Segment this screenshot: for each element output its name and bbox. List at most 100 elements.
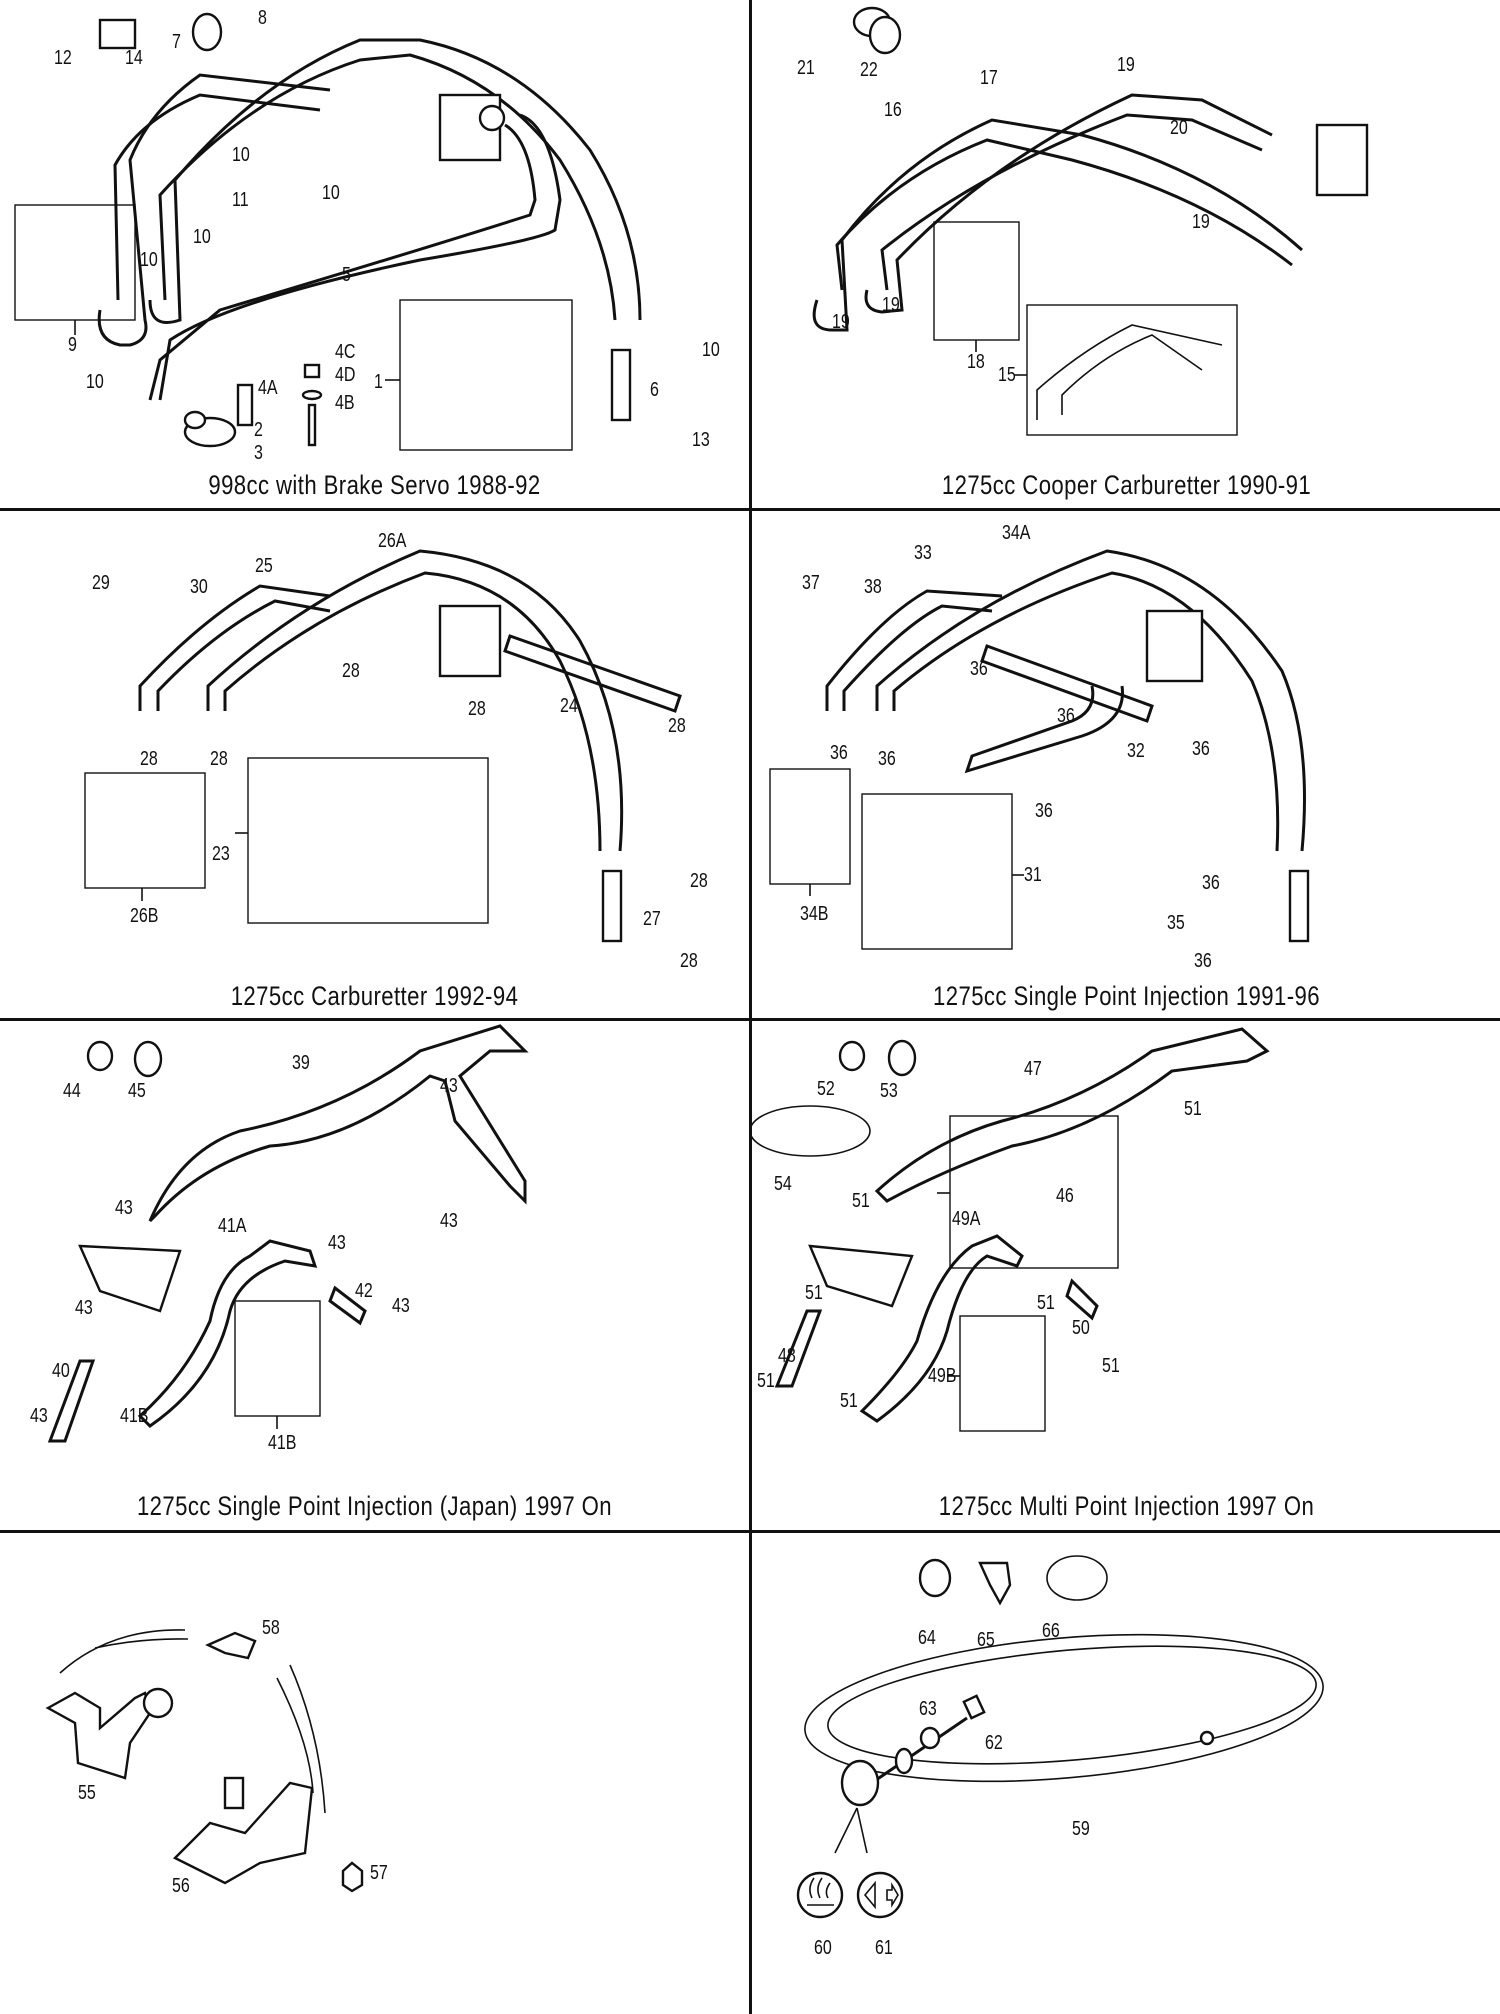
callout-11: 13 — [692, 429, 710, 451]
callout-43: 43 — [115, 1197, 133, 1219]
callout-2: 2 — [254, 419, 263, 441]
callout-51: 51 — [757, 1370, 775, 1392]
callout-66: 66 — [1042, 1620, 1060, 1642]
callout-57: 57 — [370, 1862, 388, 1884]
callout-43: 41B — [120, 1405, 149, 1427]
row-divider-2 — [0, 1018, 1500, 1021]
callout-22: 22 — [860, 59, 878, 81]
callout-36: 36 — [830, 742, 848, 764]
callout-28: 28 — [342, 660, 360, 682]
callout-63: 63 — [919, 1698, 937, 1720]
callout-4A: 4A — [258, 377, 278, 399]
callout-29: 29 — [92, 572, 110, 594]
callout-38: 38 — [864, 576, 882, 598]
callout-28: 28 — [690, 870, 708, 892]
callout-49A: 49A — [952, 1208, 981, 1230]
callout-48: 48 — [778, 1345, 796, 1367]
callout-47: 47 — [1024, 1058, 1042, 1080]
callout-43: 43 — [440, 1075, 458, 1097]
callout-51: 51 — [805, 1282, 823, 1304]
callout-39: 39 — [292, 1052, 310, 1074]
callout-26B: 26B — [130, 905, 159, 927]
callout-51: 51 — [1037, 1292, 1055, 1314]
panel-caption: 1275cc Single Point Injection 1991-96 — [933, 981, 1320, 1011]
callout-24: 24 — [560, 695, 578, 717]
callout-62: 62 — [985, 1732, 1003, 1754]
callout-44: 44 — [63, 1080, 81, 1102]
callout-61: 61 — [875, 1937, 893, 1959]
panel-6-illustration — [752, 1027, 1270, 1432]
callout-46: 46 — [1056, 1185, 1074, 1207]
callout-16: 16 — [884, 99, 902, 121]
callout-36: 36 — [1057, 705, 1075, 727]
callout-36: 36 — [878, 748, 896, 770]
panel-caption: 1275cc Single Point Injection (Japan) 19… — [136, 1491, 613, 1521]
callout-34B: 34B — [800, 903, 829, 925]
panel-1275cc-multi-point-injection: 52 53 47 51 54 51 49A 46 51 51 50 51 48 … — [752, 1021, 1500, 1530]
callout-7: 8 — [258, 7, 267, 29]
callout-58: 58 — [262, 1617, 280, 1639]
callout-19: 19 — [1117, 54, 1135, 76]
panel-1275cc-carburetter: 29 30 25 26A 28 28 24 28 28 28 26B 23 28… — [0, 511, 749, 1018]
panel-1-illustration — [14, 12, 642, 451]
callout-20: 20 — [1170, 117, 1188, 139]
callout-19: 19 — [1192, 211, 1210, 233]
callout-14: 14 — [125, 47, 143, 69]
callout-36: 36 — [1194, 950, 1212, 972]
callout-4D: 4D — [335, 364, 356, 386]
callout-51: 51 — [1102, 1355, 1120, 1377]
panel-caption: 1275cc Multi Point Injection 1997 On — [938, 1491, 1315, 1521]
callout-19: 19 — [832, 311, 850, 333]
callout-55: 55 — [78, 1782, 96, 1804]
callout-1: 1 — [374, 371, 383, 393]
callout-36: 36 — [1192, 738, 1210, 760]
panel-caption: 1275cc Carburetter 1992-94 — [230, 981, 519, 1011]
callout-36: 36 — [1202, 872, 1220, 894]
callout-65: 65 — [977, 1629, 995, 1651]
callout-41B: 41B — [268, 1432, 297, 1454]
vertical-divider — [749, 0, 752, 2014]
panel-heater-valve-parts: 55 56 57 58 — [0, 1533, 749, 2014]
callout-10: 10 — [702, 339, 720, 361]
callout-50: 50 — [1072, 1317, 1090, 1339]
callout-28: 28 — [468, 698, 486, 720]
callout-36: 36 — [970, 658, 988, 680]
row-divider-3 — [0, 1530, 1500, 1533]
callout-30: 30 — [190, 576, 208, 598]
callout-43: 43 — [440, 1210, 458, 1232]
callout-56: 56 — [172, 1875, 190, 1897]
callout-6: 7 — [172, 31, 181, 53]
callout-28: 28 — [140, 748, 158, 770]
callout-41A: 41A — [218, 1215, 247, 1237]
panel-1275cc-spi-japan: 44 45 39 43 43 43 41A 43 42 43 43 40 43 … — [0, 1021, 749, 1530]
panel-3-illustration — [84, 549, 682, 943]
panel-1275cc-single-point-injection: 37 38 33 34A 36 36 36 36 32 36 36 34B 31… — [752, 511, 1500, 1018]
callout-49B: 49B — [928, 1365, 957, 1387]
callout-43: 43 — [328, 1232, 346, 1254]
row-divider-1 — [0, 508, 1500, 511]
callout-27: 27 — [643, 908, 661, 930]
callout-43: 43 — [392, 1295, 410, 1317]
callout-25: 25 — [255, 555, 273, 577]
callout-18: 18 — [967, 351, 985, 373]
panel-1275cc-cooper-carburetter: 21 22 17 16 19 20 19 19 19 18 15 1275cc … — [752, 0, 1500, 508]
direction-arrows-symbol-disc — [856, 1871, 904, 1919]
callout-3: 3 — [254, 442, 263, 464]
callout-45: 45 — [128, 1080, 146, 1102]
callout-43: 43 — [30, 1405, 48, 1427]
panel-caption: 998cc with Brake Servo 1988-92 — [208, 470, 541, 500]
callout-52: 52 — [817, 1078, 835, 1100]
callout-40: 40 — [52, 1360, 70, 1382]
callout-19: 19 — [882, 294, 900, 316]
callout-4B: 4B — [335, 392, 355, 414]
callout-15: 15 — [998, 364, 1016, 386]
callout-60: 60 — [814, 1937, 832, 1959]
callout-64: 64 — [918, 1627, 936, 1649]
heater-flame-symbol-disc — [796, 1871, 844, 1919]
callout-51: 51 — [840, 1390, 858, 1412]
callout-10: 10 — [193, 226, 211, 248]
callout-28: 28 — [680, 950, 698, 972]
panel-4-illustration — [769, 549, 1310, 950]
callout-28: 28 — [668, 715, 686, 737]
control-knob — [840, 1759, 880, 1807]
